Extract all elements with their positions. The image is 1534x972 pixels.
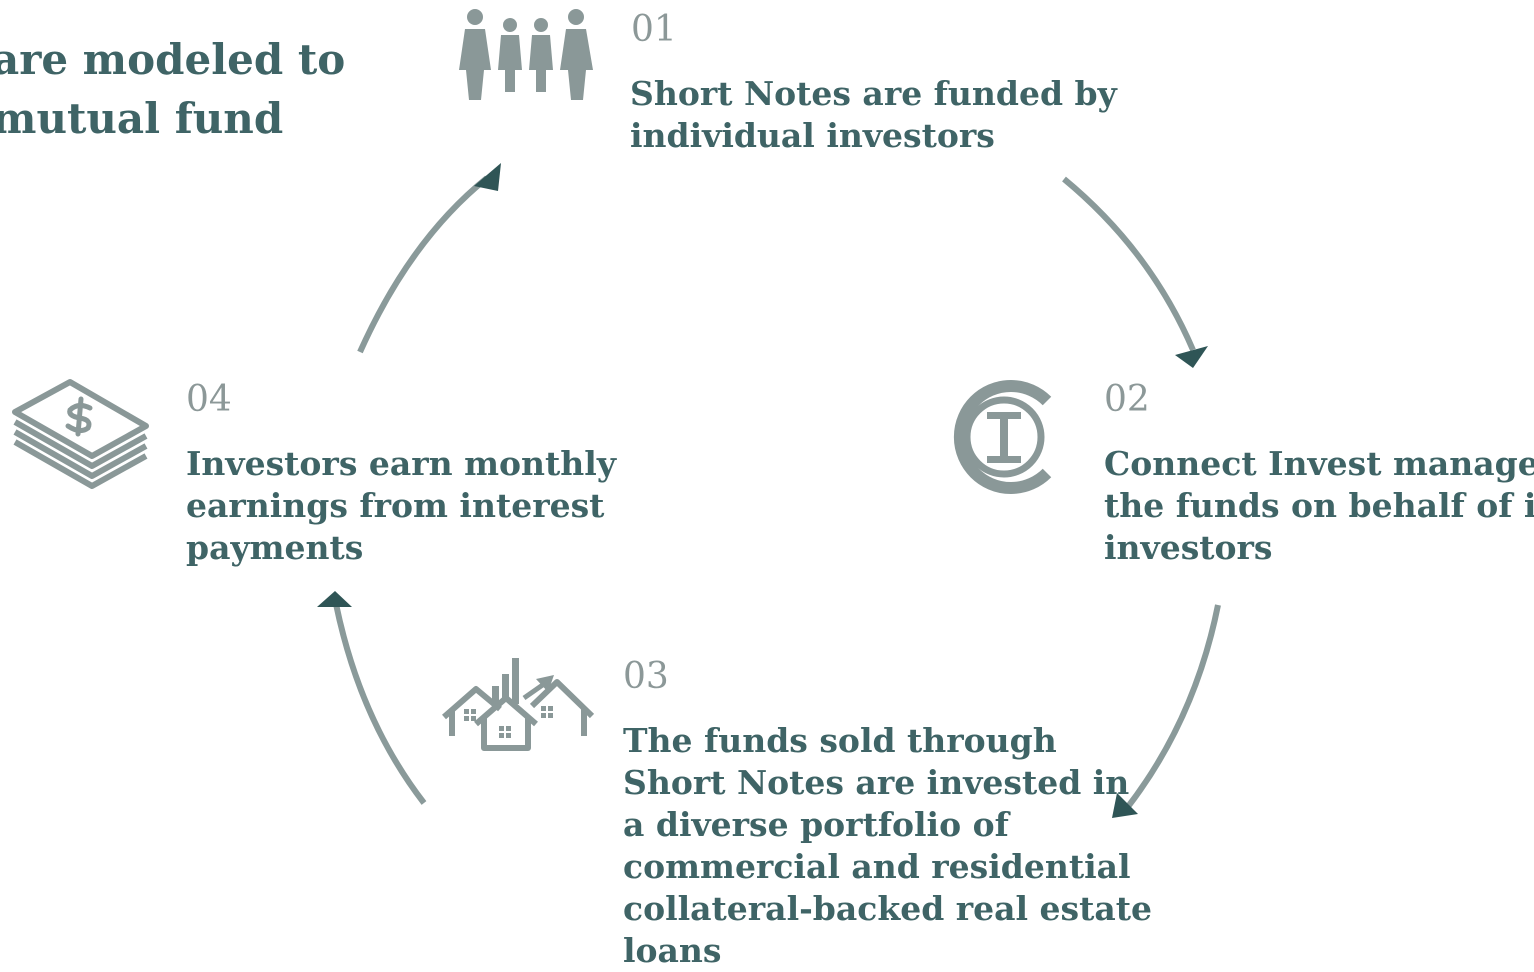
arrowhead-04 [317,591,352,607]
step-01-line: individual investors [630,116,995,155]
step-02-line: the funds on behalf of its [1104,486,1534,525]
step-02-line: investors [1104,528,1273,567]
arrowhead-01 [474,163,501,191]
step-03-line: Short Notes are invested in [623,763,1130,802]
step-04-line: Investors earn monthly [186,444,616,483]
step-03-line: commercial and residential [623,847,1131,886]
step-03-number: 03 [623,656,669,697]
step-04-number: 04 [186,379,232,420]
step-01-line: Short Notes are funded by [630,74,1117,113]
step-03-line: loans [623,931,722,970]
step-02-text: Connect Invest manages the funds on beha… [1104,443,1534,569]
arrow-01-to-02 [1062,176,1196,352]
people-icon [459,9,593,100]
step-03-line: The funds sold through [623,721,1057,760]
step-04-text: Investors earn monthly earnings from int… [186,443,616,569]
heading-line: are modeled to [0,35,346,84]
step-04-line: payments [186,528,364,567]
arrow-02-to-03 [1124,604,1221,810]
step-03-text: The funds sold through Short Notes are i… [623,720,1152,972]
step-04-line: earnings from interest [186,486,605,525]
houses-growth-icon [442,658,595,751]
partial-heading: are modeled to mutual fund [0,30,345,148]
step-03-line: collateral-backed real estate [623,889,1152,928]
arrowhead-02 [1175,346,1208,368]
step-02-number: 02 [1104,379,1150,420]
step-01-number: 01 [631,9,677,50]
step-02-line: Connect Invest manages [1104,444,1534,483]
heading-line: mutual fund [0,94,284,143]
arrowhead-03 [1112,793,1138,818]
step-03-line: a diverse portfolio of [623,805,1009,844]
connect-invest-logo-icon [953,380,1052,494]
step-01-text: Short Notes are funded by individual inv… [630,73,1117,157]
arrow-04-to-01 [357,175,489,354]
arrow-03-to-04 [333,603,427,805]
money-stack-icon [12,379,149,489]
